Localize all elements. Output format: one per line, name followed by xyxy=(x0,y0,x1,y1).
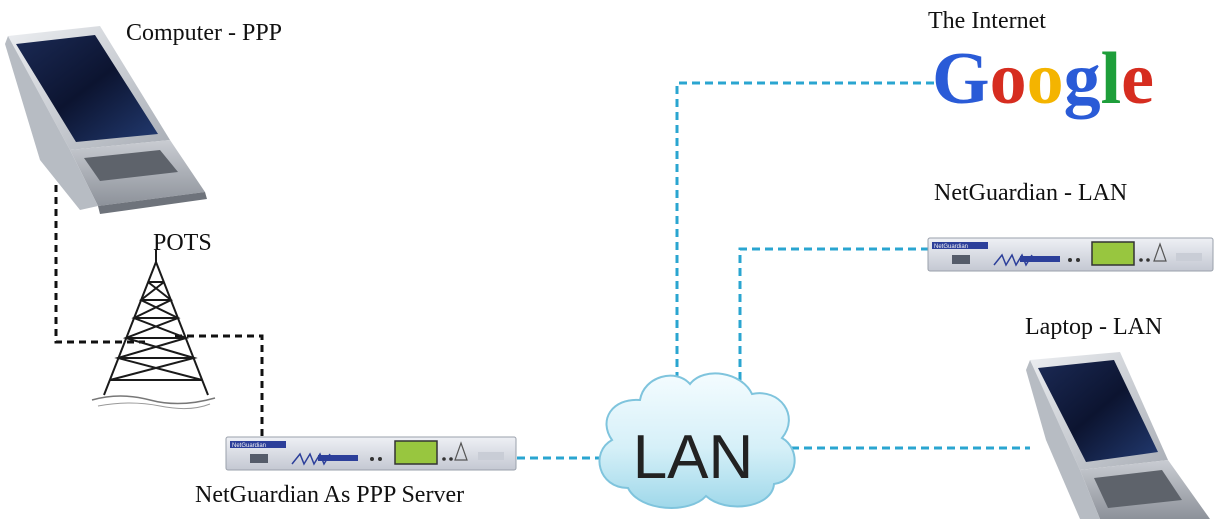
laptop-lan-label: Laptop - LAN xyxy=(1025,314,1162,340)
lan-line-netguardian xyxy=(738,247,928,380)
lan-line-internet xyxy=(675,81,935,380)
pots-line-computer xyxy=(54,185,145,344)
lan-connections xyxy=(517,81,1030,460)
netguardian-lan-label: NetGuardian - LAN xyxy=(934,180,1127,206)
lan-cloud-label: LAN xyxy=(633,423,754,492)
internet-label: The Internet xyxy=(928,8,1046,34)
laptop-computer-icon xyxy=(5,26,207,214)
computer-ppp-label: Computer - PPP xyxy=(126,20,282,46)
google-logo: Google xyxy=(932,38,1154,120)
laptop-lan-icon xyxy=(1026,352,1210,519)
radio-tower-icon xyxy=(91,250,216,410)
netguardian-ppp-server-label: NetGuardian As PPP Server xyxy=(195,482,464,508)
netguardian-lan-device-icon: NetGuardian xyxy=(927,237,1214,272)
device-brand-text: NetGuardian xyxy=(934,244,968,250)
pots-line-server xyxy=(175,334,264,438)
netguardian-server-device-icon: NetGuardian xyxy=(225,436,517,471)
pots-label: POTS xyxy=(153,230,212,256)
lan-cloud-icon: LAN xyxy=(598,372,796,509)
pots-connection xyxy=(54,185,264,438)
google-logo-text: Google xyxy=(932,38,1154,120)
device-brand-text: NetGuardian xyxy=(232,443,266,449)
